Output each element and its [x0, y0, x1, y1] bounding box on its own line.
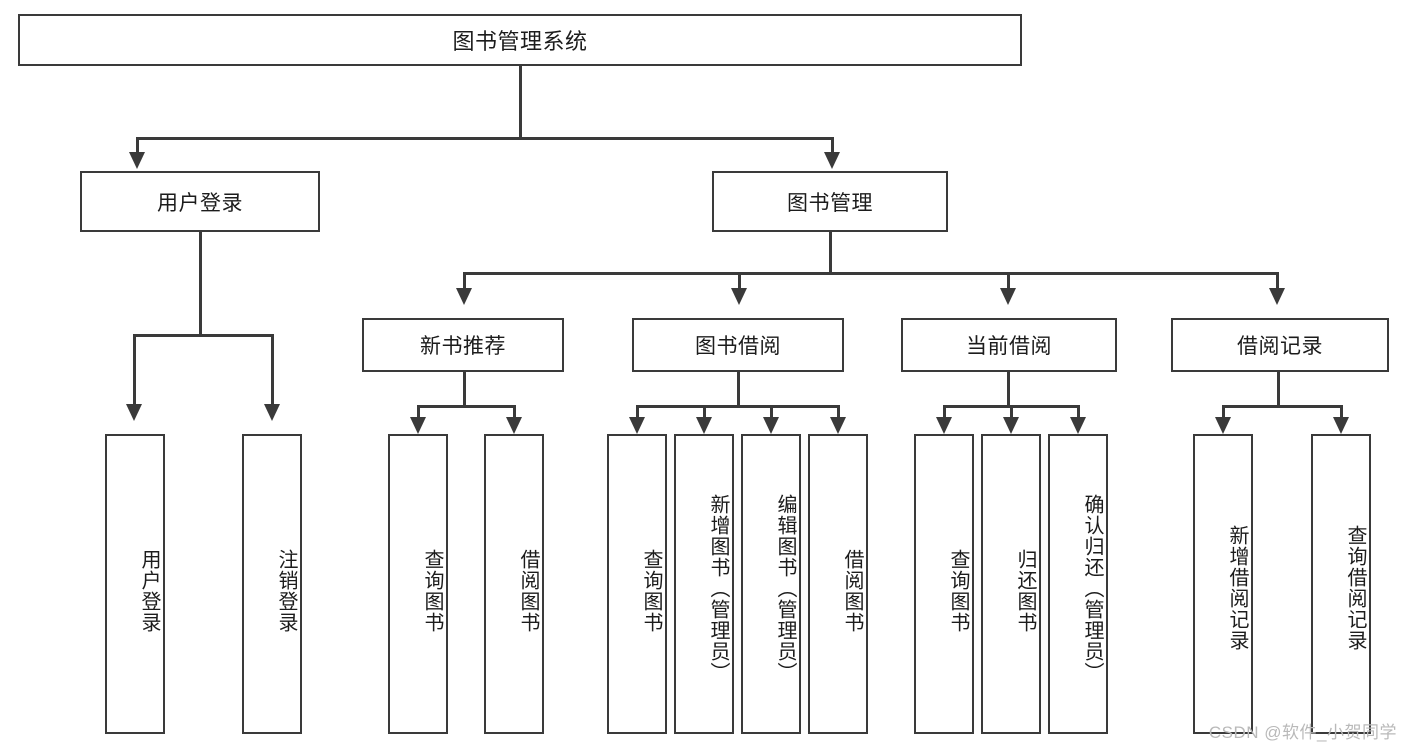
connector-borrow-record-leaf-1 — [1222, 405, 1225, 419]
arrowhead-borrow-record-leaf-2 — [1333, 417, 1349, 434]
arrowhead-book-manage-current-borrow — [1000, 288, 1016, 305]
node-label: 图书管理 — [787, 191, 873, 215]
connector-user-login-stem — [199, 232, 202, 336]
node-label: 借阅图书 — [841, 549, 863, 633]
arrowhead-borrow-record-leaf-1 — [1215, 417, 1231, 434]
arrowhead-book-manage-new-book — [456, 288, 472, 305]
leaf-query-book-2[interactable]: 查询图书 — [607, 434, 667, 734]
connector-book-borrow-leaf-1 — [636, 405, 639, 419]
node-label: 借阅记录 — [1237, 335, 1323, 358]
node-new-book-recommend[interactable]: 新书推荐 — [362, 318, 564, 372]
arrowhead-new-book-leaf-2 — [506, 417, 522, 434]
node-borrow-record[interactable]: 借阅记录 — [1171, 318, 1389, 372]
connector-new-book-leaf-1 — [417, 405, 420, 419]
node-label: 查询图书 — [947, 549, 969, 633]
connector-borrow-record-stem — [1277, 372, 1280, 407]
connector-book-manage-to-book-borrow — [738, 272, 741, 290]
connector-root-to-user-login — [136, 137, 139, 155]
connector-root-stem — [519, 66, 522, 139]
connector-user-login-to-leaf-1 — [133, 334, 136, 406]
node-label: 图书借阅 — [695, 335, 781, 358]
connector-book-borrow-stem — [737, 372, 740, 407]
connector-current-borrow-leaf-1 — [943, 405, 946, 419]
arrowhead-user-login-leaf-1 — [126, 404, 142, 421]
connector-root-bar — [136, 137, 834, 140]
leaf-user-login[interactable]: 用户登录 — [105, 434, 165, 734]
leaf-query-book-3[interactable]: 查询图书 — [914, 434, 974, 734]
node-label: 新增借阅记录 — [1226, 525, 1248, 651]
leaf-return-book[interactable]: 归还图书 — [981, 434, 1041, 734]
arrowhead-user-login-leaf-2 — [264, 404, 280, 421]
arrowhead-current-borrow-leaf-3 — [1070, 417, 1086, 434]
node-root-book-management-system[interactable]: 图书管理系统 — [18, 14, 1022, 66]
leaf-edit-book[interactable]: 编辑图书（管理员） — [741, 434, 801, 734]
leaf-query-record[interactable]: 查询借阅记录 — [1311, 434, 1371, 734]
leaf-add-record[interactable]: 新增借阅记录 — [1193, 434, 1253, 734]
leaf-add-book[interactable]: 新增图书（管理员） — [674, 434, 734, 734]
node-label: 查询借阅记录 — [1344, 525, 1366, 651]
node-label: 图书管理系统 — [452, 29, 588, 54]
connector-borrow-record-bar — [1222, 405, 1342, 408]
connector-borrow-record-leaf-2 — [1340, 405, 1343, 419]
leaf-borrow-book-2[interactable]: 借阅图书 — [808, 434, 868, 734]
node-label: 当前借阅 — [966, 335, 1052, 358]
node-book-manage[interactable]: 图书管理 — [712, 171, 948, 232]
connector-new-book-bar — [417, 405, 515, 408]
leaf-query-book-1[interactable]: 查询图书 — [388, 434, 448, 734]
node-label: 用户登录 — [138, 549, 160, 633]
node-label: 查询图书 — [640, 549, 662, 633]
connector-root-to-book-manage — [831, 137, 834, 155]
connector-book-borrow-leaf-3 — [770, 405, 773, 419]
arrowhead-root-to-book-manage — [824, 152, 840, 169]
node-label: 用户登录 — [157, 191, 243, 215]
connector-new-book-leaf-2 — [513, 405, 516, 419]
connector-user-login-bar — [133, 334, 273, 337]
arrowhead-book-borrow-leaf-4 — [830, 417, 846, 434]
connector-user-login-to-leaf-2 — [271, 334, 274, 406]
node-label: 注销登录 — [275, 549, 297, 633]
leaf-confirm-return[interactable]: 确认归还（管理员） — [1048, 434, 1108, 734]
node-label: 查询图书 — [421, 549, 443, 633]
connector-book-manage-bar — [463, 272, 1278, 275]
connector-book-manage-to-current-borrow — [1007, 272, 1010, 290]
connector-current-borrow-leaf-3 — [1077, 405, 1080, 419]
arrowhead-book-manage-book-borrow — [731, 288, 747, 305]
node-label: 新书推荐 — [420, 335, 506, 358]
connector-book-manage-to-new-book — [463, 272, 466, 290]
arrowhead-book-borrow-leaf-3 — [763, 417, 779, 434]
node-book-borrow[interactable]: 图书借阅 — [632, 318, 844, 372]
connector-current-borrow-leaf-2 — [1010, 405, 1013, 419]
connector-current-borrow-stem — [1007, 372, 1010, 407]
connector-book-manage-to-borrow-record — [1276, 272, 1279, 290]
connector-book-manage-stem — [829, 232, 832, 274]
arrowhead-book-borrow-leaf-1 — [629, 417, 645, 434]
node-label: 确认归还（管理员） — [1081, 493, 1103, 683]
leaf-logout[interactable]: 注销登录 — [242, 434, 302, 734]
connector-book-borrow-leaf-4 — [837, 405, 840, 419]
csdn-watermark: CSDN @软件_小贺同学 — [1208, 723, 1397, 742]
arrowhead-book-manage-borrow-record — [1269, 288, 1285, 305]
arrowhead-root-to-user-login — [129, 152, 145, 169]
connector-book-borrow-bar — [636, 405, 839, 408]
connector-book-borrow-leaf-2 — [703, 405, 706, 419]
leaf-borrow-book-1[interactable]: 借阅图书 — [484, 434, 544, 734]
node-label: 借阅图书 — [517, 549, 539, 633]
arrowhead-current-borrow-leaf-1 — [936, 417, 952, 434]
arrowhead-book-borrow-leaf-2 — [696, 417, 712, 434]
node-label: 新增图书（管理员） — [707, 493, 729, 683]
node-current-borrow[interactable]: 当前借阅 — [901, 318, 1117, 372]
connector-new-book-stem — [463, 372, 466, 407]
node-label: 编辑图书（管理员） — [774, 493, 796, 683]
node-label: 归还图书 — [1014, 549, 1036, 633]
arrowhead-current-borrow-leaf-2 — [1003, 417, 1019, 434]
node-user-login[interactable]: 用户登录 — [80, 171, 320, 232]
arrowhead-new-book-leaf-1 — [410, 417, 426, 434]
